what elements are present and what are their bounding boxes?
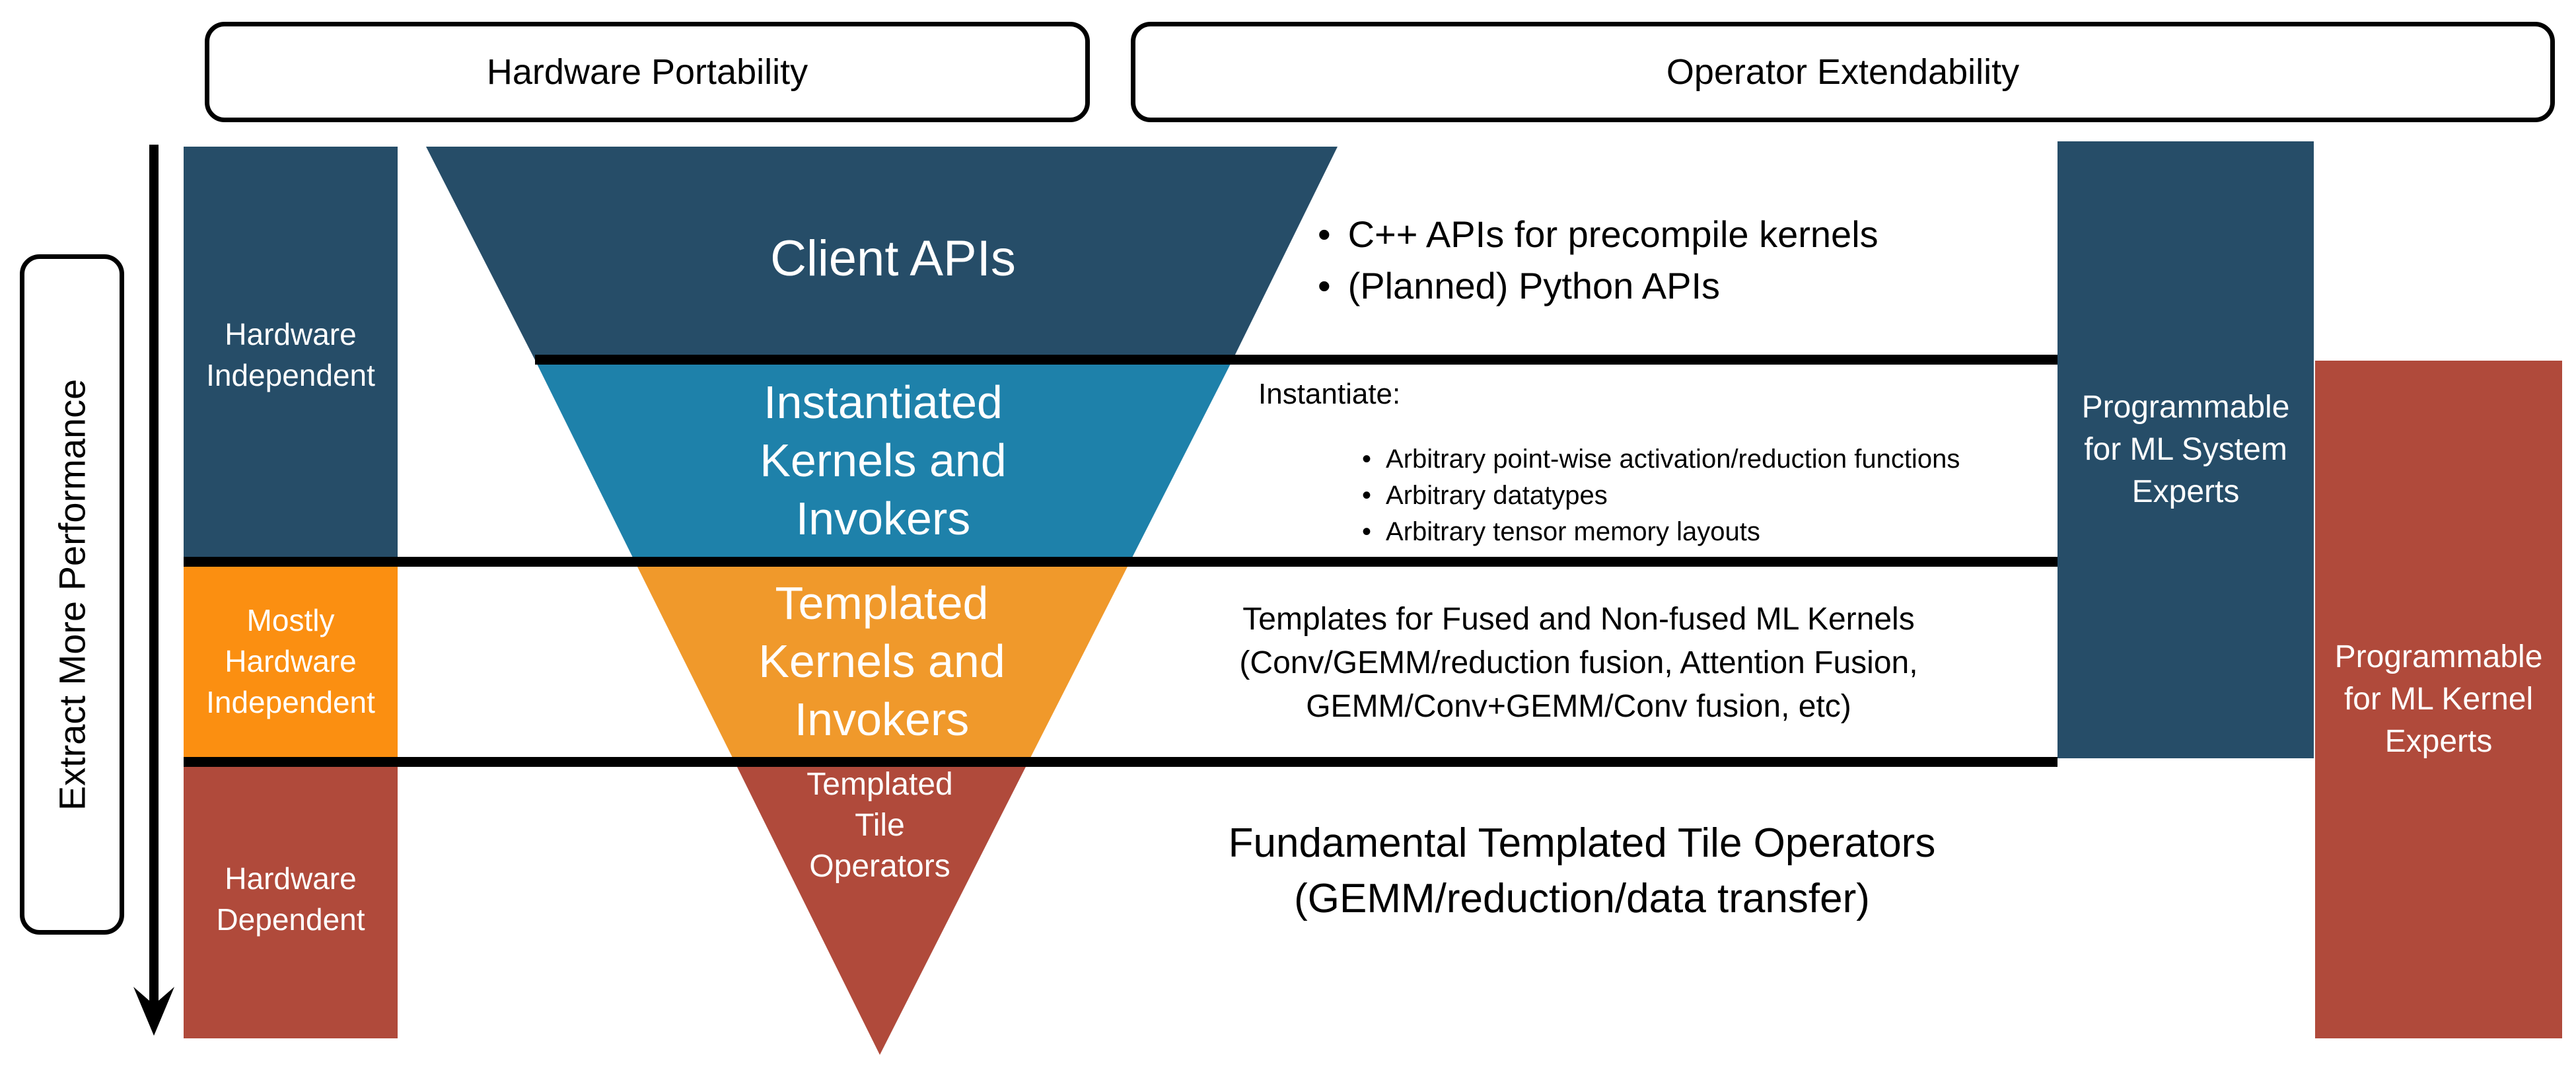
templated-tile-operators-label-line: Operators	[809, 849, 950, 884]
ml-kernel-experts-label-line: Experts	[2384, 724, 2493, 759]
client-api-bullet-text: C++ APIs for precompile kernels	[1347, 213, 1878, 255]
operator-extendability-header: Operator Extendability	[1131, 22, 2555, 122]
instantiate-header: Instantiate:	[1258, 378, 1401, 410]
hardware-dependent-label-line: Dependent	[216, 902, 365, 937]
bullet-icon: •	[1362, 445, 1372, 474]
instantiate-bullet-item: • Arbitrary datatypes	[1362, 478, 1960, 514]
ml-kernel-experts-box: Programmable for ML Kernel Experts	[2315, 361, 2562, 1038]
mostly-hardware-independent-box: Mostly Hardware Independent	[184, 562, 398, 760]
operator-extendability-label: Operator Extendability	[1666, 52, 2020, 92]
fundamental-annotation-line: (GEMM/reduction/data transfer)	[1294, 876, 1870, 921]
hardware-dependent-box: Hardware Dependent	[184, 760, 398, 1038]
ml-kernel-experts-label-line: Programmable	[2334, 639, 2543, 674]
funnel-layer-instantiated-kernels	[535, 360, 1233, 561]
instantiated-kernels-label-line: Instantiated	[764, 377, 1003, 428]
ml-kernel-experts-label-line: for ML Kernel	[2343, 682, 2534, 717]
instantiate-bullet-text: Arbitrary tensor memory layouts	[1386, 517, 1760, 546]
bullet-icon: •	[1318, 264, 1331, 306]
client-api-bullet-item: • (Planned) Python APIs	[1318, 260, 1878, 311]
hardware-portability-label: Hardware Portability	[486, 52, 808, 92]
performance-arrow-head-icon	[133, 987, 174, 1036]
client-apis-label: Client APIs	[770, 231, 1016, 287]
extract-more-performance-box: Extract More Performance	[20, 254, 124, 935]
performance-arrow-shaft	[149, 145, 159, 1010]
client-api-bullet-text: (Planned) Python APIs	[1347, 264, 1721, 306]
funnel-layer-templated-tile-operators	[734, 762, 1028, 1055]
separator-line-3	[184, 757, 2057, 767]
mostly-hardware-independent-label-line: Hardware	[225, 643, 357, 678]
instantiate-bullet-text: Arbitrary datatypes	[1386, 481, 1608, 510]
funnel-layer-client-apis	[426, 147, 1338, 360]
bullet-icon: •	[1362, 517, 1372, 546]
templates-annotation-line: GEMM/Conv+GEMM/Conv fusion, etc)	[1306, 689, 1851, 724]
ml-system-experts-label-line: for ML System	[2084, 432, 2287, 467]
templated-tile-operators-label-line: Templated	[806, 767, 953, 802]
hardware-independent-label-line: Hardware	[225, 316, 357, 351]
instantiated-kernels-label-line: Invokers	[795, 493, 971, 544]
templated-kernels-label-line: Templated	[775, 577, 989, 629]
funnel-layer-templated-kernels	[635, 561, 1130, 762]
templated-kernels-label-line: Kernels and	[758, 635, 1005, 687]
instantiate-bullet-text: Arbitrary point-wise activation/reductio…	[1386, 445, 1960, 474]
templated-tile-operators-label: Templated Tile Operators	[715, 764, 1045, 887]
client-api-bullet-item: • C++ APIs for precompile kernels	[1318, 208, 1878, 260]
mostly-hardware-independent-label-line: Mostly	[246, 602, 335, 637]
hardware-portability-header: Hardware Portability	[205, 22, 1090, 122]
client-api-bullet-list: • C++ APIs for precompile kernels • (Pla…	[1318, 208, 1878, 311]
hardware-independent-box: Hardware Independent	[184, 147, 398, 562]
templated-tile-operators-label-line: Tile	[855, 808, 905, 843]
separator-line-1	[535, 355, 2057, 365]
templates-annotation: Templates for Fused and Non-fused ML Ker…	[1096, 598, 2061, 729]
templates-annotation-line: Templates for Fused and Non-fused ML Ker…	[1242, 602, 1915, 637]
templated-kernels-label: Templated Kernels and Invokers	[585, 574, 1179, 748]
mostly-hardware-independent-label-line: Independent	[206, 684, 375, 719]
bullet-icon: •	[1362, 481, 1372, 510]
ml-system-experts-label-line: Experts	[2131, 474, 2240, 509]
bullet-icon: •	[1318, 213, 1331, 255]
instantiate-bullet-item: • Arbitrary point-wise activation/reduct…	[1362, 441, 1960, 478]
instantiated-kernels-label: Instantiated Kernels and Invokers	[586, 373, 1180, 548]
templates-annotation-line: (Conv/GEMM/reduction fusion, Attention F…	[1239, 645, 1918, 680]
fundamental-annotation: Fundamental Templated Tile Operators (GE…	[1087, 816, 2077, 927]
instantiated-kernels-label-line: Kernels and	[760, 435, 1007, 486]
ml-system-experts-label-line: Programmable	[2081, 390, 2290, 425]
ml-system-experts-box: Programmable for ML System Experts	[2057, 141, 2314, 758]
separator-line-2	[184, 557, 2057, 567]
instantiate-bullet-list: • Arbitrary point-wise activation/reduct…	[1362, 441, 1960, 550]
fundamental-annotation-line: Fundamental Templated Tile Operators	[1228, 820, 1936, 866]
instantiate-bullet-item: • Arbitrary tensor memory layouts	[1362, 514, 1960, 550]
hardware-dependent-label-line: Hardware	[225, 861, 357, 896]
extract-more-performance-label: Extract More Performance	[51, 378, 93, 810]
templated-kernels-label-line: Invokers	[794, 694, 970, 745]
hardware-independent-label-line: Independent	[206, 357, 375, 392]
